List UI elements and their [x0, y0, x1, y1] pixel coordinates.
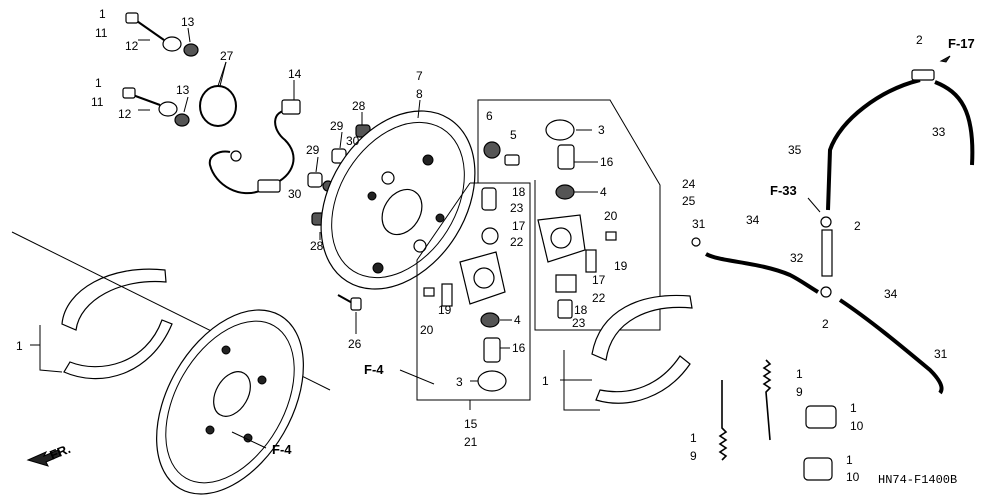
front-direction-indicator: FR. — [26, 441, 73, 467]
callout: 9 — [796, 385, 803, 399]
callout: 31 — [692, 217, 706, 231]
callout: 11 — [95, 26, 108, 40]
callout: 23 — [572, 316, 586, 330]
callout: 16 — [600, 155, 614, 169]
callout: 15 — [464, 417, 478, 431]
ref-f4-left: F-4 — [272, 442, 292, 457]
brake-hose — [208, 99, 301, 195]
callout: 28 — [352, 99, 366, 113]
callout: 35 — [788, 143, 802, 157]
callout: 2 — [822, 317, 829, 331]
brake-panel — [320, 110, 476, 290]
callout: 12 — [125, 39, 139, 53]
callout: 16 — [512, 341, 526, 355]
callout: 1 — [99, 7, 106, 21]
callout: 17 — [592, 273, 606, 287]
callout: 34 — [746, 213, 760, 227]
callout: 1 — [796, 367, 803, 381]
callout: 25 — [682, 194, 696, 208]
callout: 19 — [438, 303, 452, 317]
callout: 30 — [288, 187, 302, 201]
callout: 7 — [416, 69, 423, 83]
callout: 12 — [118, 107, 132, 121]
diagram-code: HN74-F1400B — [878, 473, 957, 487]
wheel-cylinder-upper — [483, 119, 617, 319]
wheel-cylinder-lower — [423, 187, 507, 392]
callout: 27 — [220, 49, 234, 63]
callout: 8 — [416, 87, 423, 101]
callout: 4 — [514, 313, 521, 327]
callout: 13 — [176, 83, 190, 97]
callout: 6 — [486, 109, 493, 123]
arrow-icon — [939, 55, 951, 63]
callout: 20 — [420, 323, 434, 337]
callout: 1 — [850, 401, 857, 415]
ref-f17: F-17 — [948, 36, 975, 51]
springs — [718, 359, 772, 461]
callout: 3 — [456, 375, 463, 389]
callout: 18 — [574, 303, 588, 317]
callout: 33 — [932, 125, 946, 139]
bolt-assembly-lower — [122, 87, 190, 127]
callout: 10 — [850, 419, 864, 433]
callout: 1 — [542, 374, 549, 388]
callout: 31 — [934, 347, 948, 361]
brake-pipes — [691, 69, 975, 395]
callout: 14 — [288, 67, 302, 81]
callout: 11 — [91, 95, 104, 109]
callout: 18 — [512, 185, 526, 199]
callout: 34 — [884, 287, 898, 301]
callout: 3 — [598, 123, 605, 137]
bolt-assembly-upper — [125, 12, 199, 57]
leader-lines — [30, 27, 598, 382]
callout: 32 — [790, 251, 804, 265]
ref-f4-center: F-4 — [364, 362, 384, 377]
callout: 24 — [682, 177, 696, 191]
brake-shoe-left — [39, 268, 173, 380]
callout: 17 — [512, 219, 526, 233]
callout: 1 — [95, 76, 102, 90]
brake-shoe-right — [563, 294, 693, 411]
pads — [803, 405, 837, 481]
callout: 1 — [846, 453, 853, 467]
group-brackets — [416, 99, 661, 410]
callout: 22 — [592, 291, 606, 305]
front-arrow-icon — [26, 449, 61, 467]
callout-numbers: 1 11 12 13 1 11 12 13 27 14 7 8 28 29 30… — [16, 7, 948, 484]
callout: 2 — [854, 219, 861, 233]
callout: 1 — [690, 431, 697, 445]
callout: 13 — [181, 15, 195, 29]
callout: 23 — [510, 201, 524, 215]
callout: 22 — [510, 235, 524, 249]
ref-f33: F-33 — [770, 183, 797, 198]
reference-labels: F-17 F-33 F-4 F-4 — [231, 36, 975, 457]
callout: 21 — [464, 435, 478, 449]
o-ring — [199, 85, 237, 127]
callout: 4 — [600, 185, 607, 199]
callout: 5 — [510, 128, 517, 142]
callout: 2 — [916, 33, 923, 47]
callout: 26 — [348, 337, 362, 351]
callout: 29 — [306, 143, 320, 157]
callout: 29 — [330, 119, 344, 133]
callout: 10 — [846, 470, 860, 484]
callout: 20 — [604, 209, 618, 223]
front-label: FR. — [48, 441, 73, 463]
callout: 9 — [690, 449, 697, 463]
callout: 1 — [16, 339, 23, 353]
callout: 28 — [310, 239, 324, 253]
callout: 30 — [346, 134, 360, 148]
callout: 19 — [614, 259, 628, 273]
